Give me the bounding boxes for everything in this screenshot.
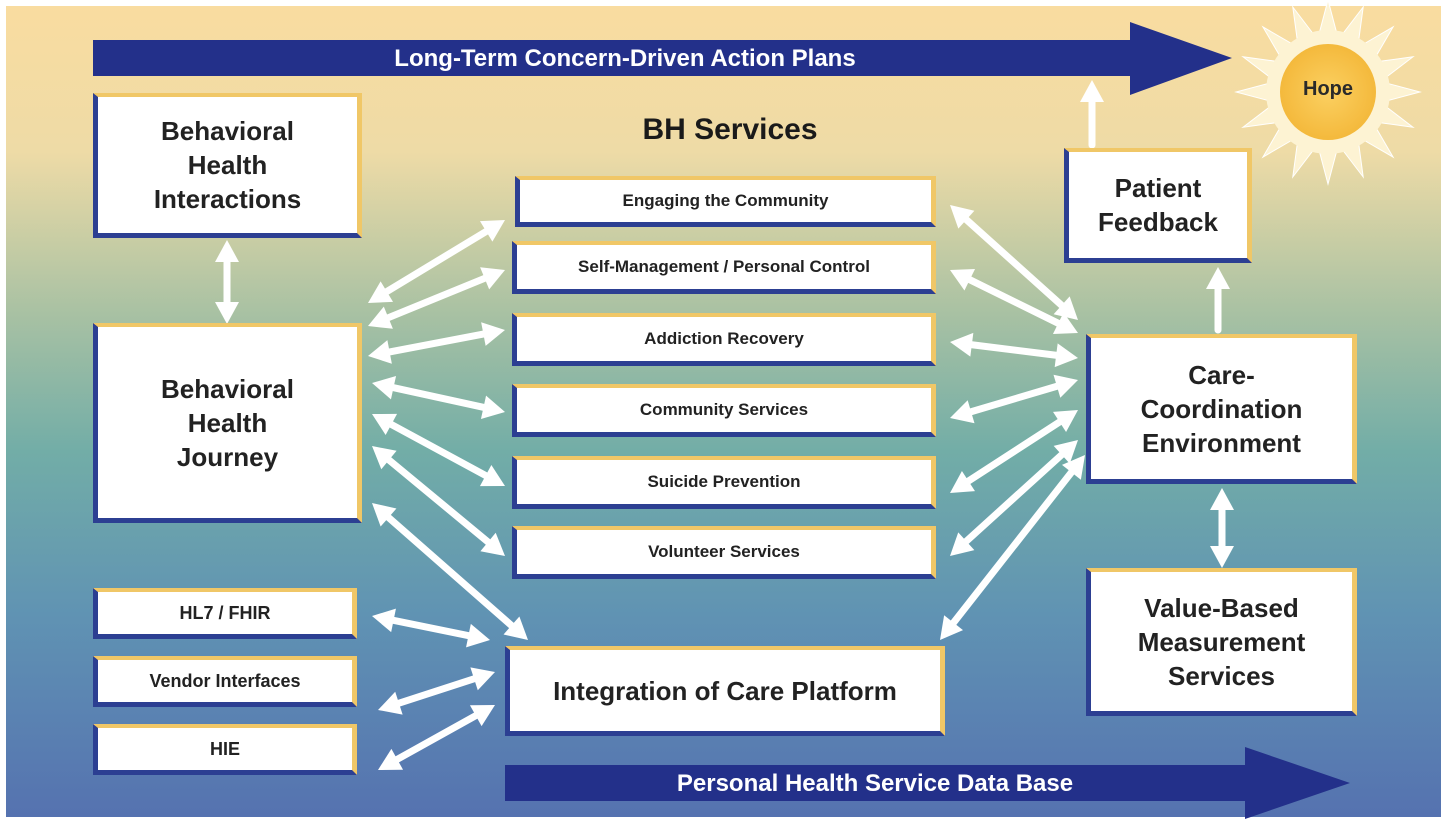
connector-line <box>386 616 476 640</box>
arrowhead <box>378 691 403 715</box>
connector-line <box>947 465 1078 630</box>
integration-of-care-platform-box: Integration of Care Platform <box>505 646 945 736</box>
top-banner-label: Long-Term Concern-Driven Action Plans <box>394 45 856 72</box>
arrowhead <box>1054 343 1078 368</box>
behavioral-health-journey-label: Behavioral Health Journey <box>161 373 294 472</box>
bottom-banner-arrow <box>505 747 1350 819</box>
connector-line <box>390 710 483 765</box>
connector-line <box>382 453 495 549</box>
arrowhead <box>950 268 976 291</box>
hie-box: HIE <box>93 724 357 775</box>
bh-services-title: BH Services <box>642 113 818 146</box>
service-suicide-prevention: Suicide Prevention <box>512 456 936 509</box>
connector-line <box>964 340 1064 360</box>
hl7-fhir-box: HL7 / FHIR <box>93 588 357 639</box>
connector-line <box>382 329 491 357</box>
arrowhead <box>378 748 404 770</box>
vendor-interfaces-box: Vendor Interfaces <box>93 656 357 707</box>
connector-line <box>959 213 1069 312</box>
arrowhead <box>1053 374 1078 398</box>
arrowhead <box>950 400 975 424</box>
patient-feedback-box: Patient Feedback <box>1064 148 1252 263</box>
arrowhead <box>480 395 505 420</box>
connector-line <box>386 383 491 412</box>
connector-line <box>963 381 1065 417</box>
connector-line <box>959 448 1069 548</box>
arrowhead <box>1210 546 1234 568</box>
value-based-measurement-label: Value-Based Measurement Services <box>1137 592 1306 691</box>
hope-label: Hope <box>1303 78 1353 100</box>
service-community-services: Community Services <box>512 384 936 437</box>
hl7-fhir-label: HL7 / FHIR <box>179 602 271 623</box>
arrowhead <box>1206 267 1230 289</box>
top-banner-arrow <box>93 22 1232 95</box>
arrowhead <box>479 464 505 487</box>
arrowhead <box>372 608 396 633</box>
arrowhead <box>470 667 495 691</box>
arrowhead <box>1080 80 1104 102</box>
sun-disc <box>1280 44 1376 140</box>
integration-of-care-platform-label: Integration of Care Platform <box>553 675 897 706</box>
arrowhead <box>368 306 393 329</box>
arrowhead <box>1210 488 1234 510</box>
behavioral-health-interactions-label: Behavioral Health Interactions <box>153 116 302 214</box>
service-label: Volunteer Services <box>648 542 800 561</box>
connector-line <box>381 273 492 323</box>
care-coordination-environment-label: Care-Coordination Environment <box>1140 359 1303 458</box>
service-engaging-community: Engaging the Community <box>515 176 936 227</box>
service-label: Suicide Prevention <box>647 472 801 491</box>
arrowhead <box>368 340 392 364</box>
service-label: Self-Management / Personal Control <box>578 257 870 276</box>
connector-arrows <box>215 80 1234 770</box>
service-self-management: Self-Management / Personal Control <box>512 241 936 294</box>
arrowhead <box>372 413 398 436</box>
service-volunteer-services: Volunteer Services <box>512 526 936 579</box>
sun-ray <box>1318 148 1338 186</box>
arrowhead <box>480 267 505 290</box>
sun-ray <box>1318 0 1338 36</box>
arrowhead <box>372 375 397 400</box>
service-label: Addiction Recovery <box>644 329 804 348</box>
arrowhead <box>215 302 239 324</box>
service-addiction-recovery: Addiction Recovery <box>512 313 936 366</box>
connector-line <box>384 419 493 481</box>
sun-ray <box>1234 82 1272 102</box>
behavioral-health-interactions-box: Behavioral Health Interactions <box>93 93 362 238</box>
connector-line <box>961 416 1067 487</box>
connector-line <box>391 674 482 708</box>
patient-feedback-label: Patient Feedback <box>1098 173 1218 237</box>
sun-ray <box>1384 82 1422 102</box>
arrowhead <box>1052 312 1078 335</box>
arrowhead <box>481 322 505 346</box>
bottom-banner-label: Personal Health Service Data Base <box>676 770 1074 797</box>
hie-label: HIE <box>209 738 240 759</box>
behavioral-health-journey-box: Behavioral Health Journey <box>93 323 362 523</box>
arrowhead <box>469 705 495 727</box>
service-label: Community Services <box>639 400 809 419</box>
connector-line <box>382 511 518 632</box>
connector-line <box>962 274 1066 329</box>
connector-line <box>379 225 494 298</box>
arrowhead <box>950 332 974 357</box>
arrowhead <box>215 240 239 262</box>
sun-icon <box>1234 0 1422 186</box>
care-coordination-environment-box: Care-Coordination Environment <box>1086 334 1357 484</box>
service-label: Engaging the Community <box>622 191 829 210</box>
arrowhead <box>466 623 490 648</box>
vendor-interfaces-label: Vendor Interfaces <box>149 670 301 691</box>
value-based-measurement-box: Value-Based Measurement Services <box>1086 568 1357 716</box>
